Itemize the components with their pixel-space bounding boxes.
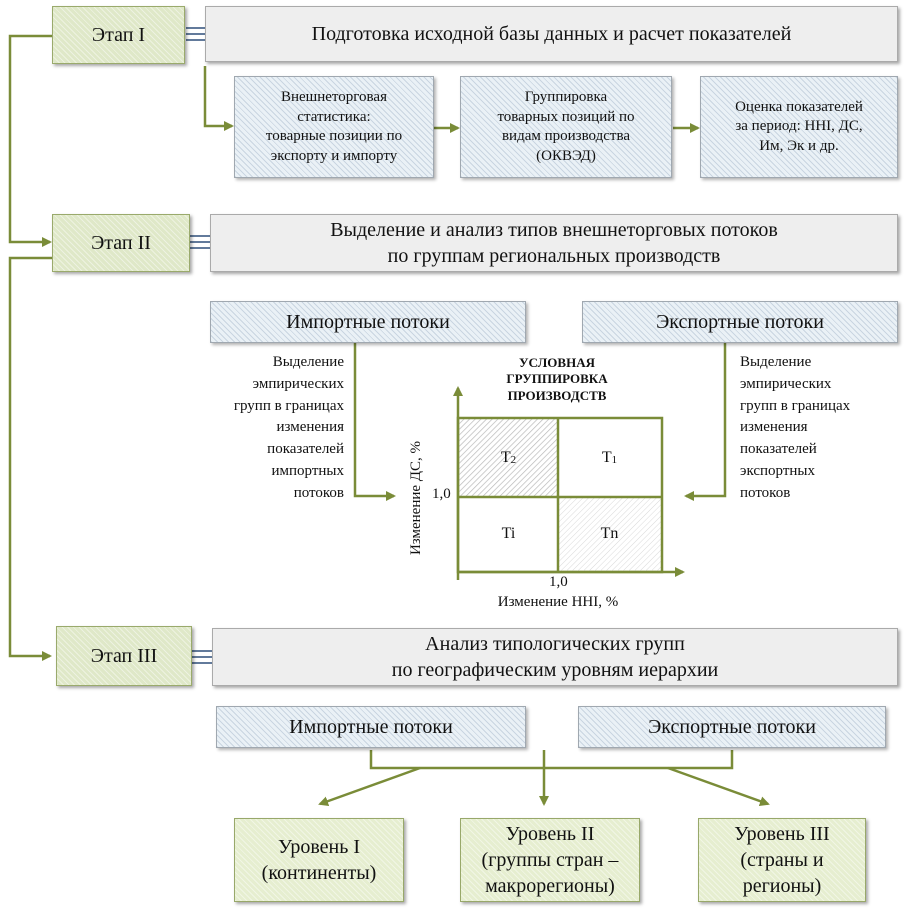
step-3-box: Оценка показателей за период: ННI, ДС, И… <box>700 76 898 178</box>
import-note-line: групп в границах <box>233 397 344 414</box>
stage-3-label: Этап III <box>56 626 192 686</box>
cell-bottom-left-text: Ti <box>501 525 516 542</box>
stage-3-label-text: Этап III <box>90 644 158 667</box>
cell-bottom-right-bg <box>558 497 661 571</box>
step-arrow-0 <box>203 66 234 131</box>
cell-top-right-sub: 1 <box>611 454 618 466</box>
import-note-line: изменения <box>276 419 344 436</box>
export-note-line: экспортных <box>740 462 815 479</box>
stage-2-label-text: Этап II <box>91 231 151 254</box>
stage-2-title: Выделение и анализ типов внешнеторговых … <box>210 214 898 272</box>
step-1-line: статистика: <box>297 108 371 125</box>
import-note-line: Выделение <box>272 354 344 370</box>
stage-3-import-text: Импортные потоки <box>289 715 453 738</box>
stage-3-export-flows: Экспортные потоки <box>578 706 886 748</box>
stage-3-title-line: по географическим уровням иерархии <box>391 659 719 681</box>
y-axis-label-text: Изменение ДС, % <box>407 440 424 556</box>
step-3-line: Оценка показателей <box>735 98 863 115</box>
import-arrow <box>353 343 396 501</box>
matrix-title-line: ГРУППИРОВКА <box>506 371 608 387</box>
step-2-line: Группировка <box>524 89 608 105</box>
export-arrow <box>684 343 727 501</box>
step-1-box: Внешнеторговая статистика: товарные пози… <box>234 76 434 178</box>
stage-1-label: Этап I <box>52 6 185 64</box>
export-note-line: показателей <box>740 441 817 457</box>
import-note: Выделение эмпирических групп в границах … <box>196 352 344 504</box>
level-2-line: макрорегионы) <box>485 875 615 897</box>
step-3-line: за период: ННI, ДС, <box>735 118 863 135</box>
cell-bottom-right: Tn <box>558 497 661 571</box>
matrix-grid <box>456 416 664 574</box>
export-note-line: групп в границах <box>740 397 851 414</box>
stage-1-label-text: Этап I <box>91 23 146 46</box>
stage-1-title-text: Подготовка исходной базы данных и расчет… <box>311 23 792 45</box>
level-3-box: Уровень III (страны и регионы) <box>698 818 866 902</box>
import-flows-text: Импортные потоки <box>286 310 450 333</box>
matrix-title-line: ПРОИЗВОДСТВ <box>507 387 607 403</box>
cell-top-right-text: T <box>601 449 612 466</box>
trunk-2-3 <box>8 256 52 661</box>
level-arrow-0 <box>318 766 421 806</box>
export-note-line: Выделение <box>740 354 812 370</box>
stage-3-title-line: Анализ типологических групп <box>425 633 685 655</box>
cell-bottom-left: Ti <box>459 497 558 571</box>
stage-2-title-line: по группам региональных производств <box>387 245 721 267</box>
cell-bottom-right-text: Tn <box>600 525 619 542</box>
cell-top-left-text: T <box>500 449 511 466</box>
matrix-title: УСЛОВНАЯ ГРУППИРОВКА ПРОИЗВОДСТВ <box>474 355 640 404</box>
export-flows-box: Экспортные потоки <box>582 301 898 343</box>
cell-top-left-sub: 2 <box>510 454 517 466</box>
import-note-line: эмпирических <box>252 375 344 392</box>
step-2-line: видам производства <box>501 128 631 144</box>
export-note: Выделение эмпирических групп в границах … <box>740 352 900 504</box>
step-2-line: (ОКВЭД) <box>536 147 596 164</box>
export-flows-text: Экспортные потоки <box>656 310 824 333</box>
import-note-line: импортных <box>271 462 344 479</box>
level-2-line: Уровень II <box>505 823 595 845</box>
step-2-box: Группировка товарных позиций по видам пр… <box>460 76 672 178</box>
import-note-line: показателей <box>267 441 344 457</box>
export-note-line: эмпирических <box>740 375 832 392</box>
stage-2-title-line: Выделение и анализ типов внешнеторговых … <box>330 219 778 241</box>
level-3-line: регионы) <box>742 875 822 897</box>
cell-top-left-bg <box>459 419 558 497</box>
import-flows-box: Импортные потоки <box>210 301 526 343</box>
stage-2-label: Этап II <box>52 214 190 272</box>
matrix-title-line: УСЛОВНАЯ <box>519 355 595 370</box>
link-ticks <box>186 27 212 664</box>
x-axis-label-text: Изменение ННI, % <box>497 594 619 610</box>
stage-1-title: Подготовка исходной базы данных и расчет… <box>205 6 898 62</box>
step-2-line: товарных позиций по <box>497 108 635 125</box>
level-2-box: Уровень II (группы стран – макрорегионы) <box>460 818 640 902</box>
stage-3-title: Анализ типологических групп по географич… <box>212 628 898 686</box>
y-threshold: 1,0 <box>432 486 451 502</box>
step-1-line: экспорту и импорту <box>270 147 398 164</box>
step-1-line: товарные позиции по <box>265 128 403 144</box>
cell-top-right: T1 <box>558 419 661 497</box>
stage-3-import-flows: Импортные потоки <box>216 706 526 748</box>
stage-3-export-text: Экспортные потоки <box>648 715 816 738</box>
export-note-line: изменения <box>740 419 808 436</box>
import-note-line: потоков <box>293 484 344 501</box>
level-1-line: Уровень I <box>277 836 361 858</box>
trunk-1-2 <box>8 34 52 247</box>
export-note-line: потоков <box>740 484 791 501</box>
level-2-line: (группы стран – <box>481 849 619 871</box>
cell-top-left: T2 <box>459 419 558 497</box>
level-3-line: (страны и <box>740 849 824 871</box>
step-1-line: Внешнеторговая <box>280 89 387 105</box>
stage3-bracket <box>369 750 734 770</box>
level-1-line: (континенты) <box>261 862 377 884</box>
x-threshold: 1,0 <box>549 574 568 590</box>
y-axis-label: Изменение ДС, % <box>406 408 426 588</box>
level-3-line: Уровень III <box>734 823 830 845</box>
step-3-line: Им, Эк и др. <box>759 137 839 154</box>
level-1-box: Уровень I (континенты) <box>234 818 404 902</box>
level-arrow-2 <box>667 766 770 806</box>
x-axis-label: Изменение ННI, % <box>440 594 676 611</box>
